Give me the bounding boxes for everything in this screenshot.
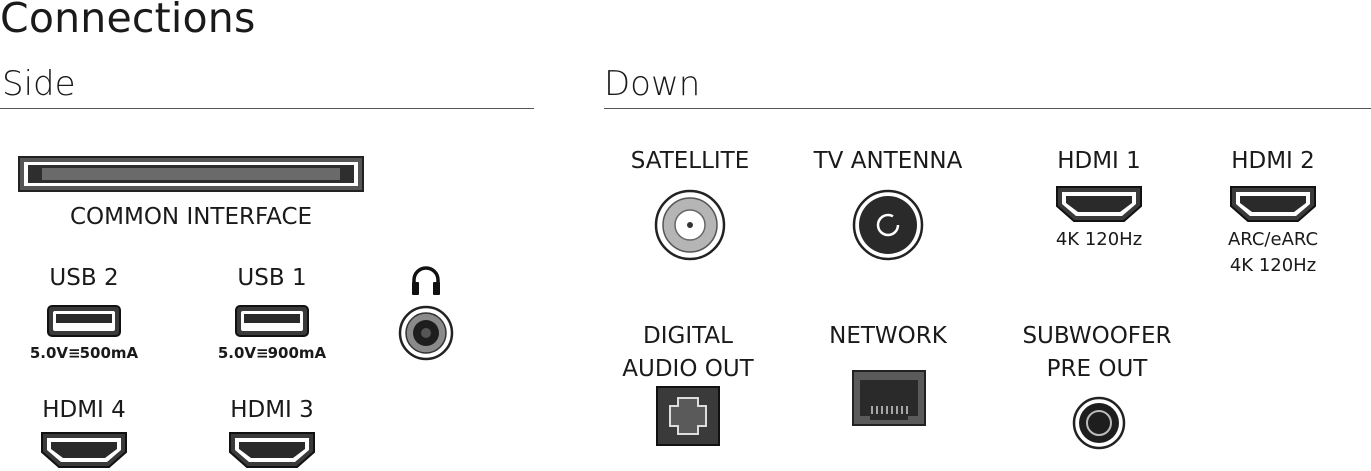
ethernet-port-icon xyxy=(852,370,926,426)
tv-antenna-label: TV ANTENNA xyxy=(813,148,963,174)
hdmi4-label: HDMI 4 xyxy=(42,397,126,423)
digital-audio-label-1: DIGITAL xyxy=(643,323,733,349)
hdmi2-spec-4k: 4K 120Hz xyxy=(1229,255,1317,276)
headphone-icon xyxy=(412,266,440,295)
network-label: NETWORK xyxy=(829,323,947,349)
digital-audio-label-2: AUDIO OUT xyxy=(622,356,754,382)
common-interface-label: COMMON INTERFACE xyxy=(69,204,313,230)
antenna-port-icon xyxy=(852,189,924,261)
usb-port-icon xyxy=(46,304,122,338)
satellite-label: SATELLITE xyxy=(630,148,750,174)
usb1-spec: 5.0V≡900mA xyxy=(217,344,327,362)
down-divider xyxy=(604,108,1371,109)
section-down-heading: Down xyxy=(604,64,701,104)
hdmi3-label: HDMI 3 xyxy=(230,397,314,423)
hdmi2-spec-arc: ARC/eARC xyxy=(1227,229,1319,250)
usb1-label: USB 1 xyxy=(237,265,307,291)
page-title: Connections xyxy=(0,0,256,42)
rca-jack-icon xyxy=(1072,396,1126,450)
ci-slot-icon xyxy=(18,156,364,192)
section-side-heading: Side xyxy=(2,64,76,104)
hdmi-port-icon xyxy=(1054,184,1144,224)
optical-port-icon xyxy=(656,386,720,446)
coax-satellite-icon xyxy=(654,189,726,261)
headphone-jack-icon xyxy=(398,305,454,361)
subwoofer-label-1: SUBWOOFER xyxy=(1022,323,1172,349)
hdmi-port-icon xyxy=(1228,184,1318,224)
usb2-label: USB 2 xyxy=(49,265,119,291)
hdmi1-spec: 4K 120Hz xyxy=(1055,229,1143,250)
hdmi1-label: HDMI 1 xyxy=(1057,148,1141,174)
usb-port-icon xyxy=(234,304,310,338)
usb2-spec: 5.0V≡500mA xyxy=(29,344,139,362)
side-divider xyxy=(0,108,534,109)
hdmi-port-icon xyxy=(227,430,317,470)
hdmi2-label: HDMI 2 xyxy=(1231,148,1315,174)
hdmi-port-icon xyxy=(39,430,129,470)
subwoofer-label-2: PRE OUT xyxy=(1046,356,1148,382)
